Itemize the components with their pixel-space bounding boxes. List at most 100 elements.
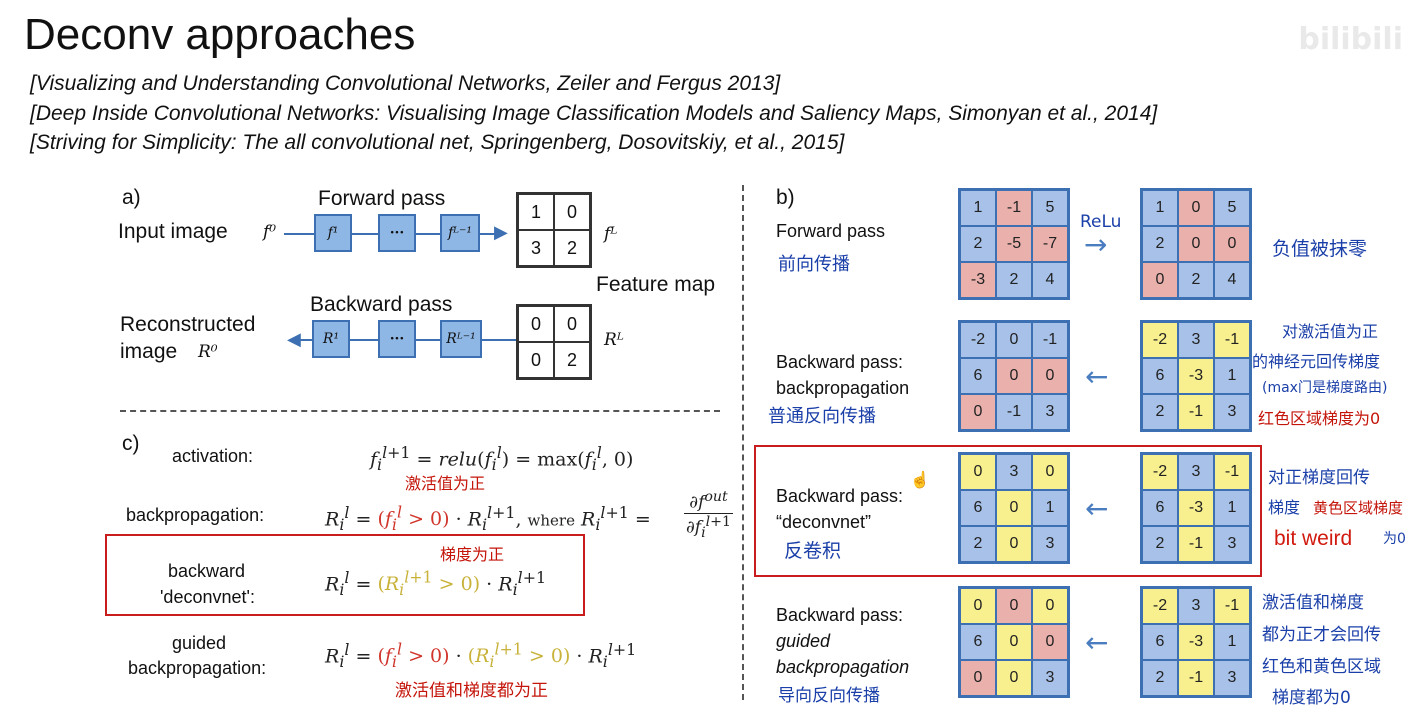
matrix-cell: 6 bbox=[960, 358, 996, 394]
matrix-cell: 5 bbox=[1214, 190, 1250, 226]
fL-label: fᴸ bbox=[604, 224, 618, 244]
R1-box: R¹ bbox=[312, 320, 350, 358]
matrix-cell: -1 bbox=[1178, 394, 1214, 430]
backward-pass-heading: Backward pass bbox=[310, 293, 453, 316]
matrix-cell: 2 bbox=[554, 342, 590, 378]
forward-side-note: 负值被抹零 bbox=[1272, 238, 1368, 260]
backprop-label-2: backpropagation bbox=[776, 378, 910, 398]
input-image-label: Input image bbox=[118, 220, 228, 243]
guided-backprop-label: backpropagation: bbox=[128, 658, 267, 678]
matrix-cell: 0 bbox=[960, 454, 996, 490]
matrix-cell: 3 bbox=[1214, 394, 1250, 430]
backprop-side-note-1: 对激活值为正 bbox=[1282, 322, 1379, 341]
slide-title: Deconv approaches bbox=[24, 10, 416, 59]
matrix-cell: -3 bbox=[1178, 624, 1214, 660]
matrix-cell: 3 bbox=[1032, 394, 1068, 430]
backward-feature-matrix: 0 0 0 2 bbox=[516, 304, 592, 380]
matrix-cell: 6 bbox=[1142, 624, 1178, 660]
backprop-side-note-3: (max门是梯度路由) bbox=[1262, 380, 1388, 396]
matrix-cell: 0 bbox=[996, 526, 1032, 562]
matrix-cell: 3 bbox=[1032, 660, 1068, 696]
matrix-cell: 0 bbox=[996, 660, 1032, 696]
deconvnet-formula: Ril = (Ril+1 > 0) · Ril+1 bbox=[325, 568, 547, 600]
matrix-cell: 0 bbox=[996, 358, 1032, 394]
forward-line-2 bbox=[352, 233, 380, 235]
deconvnet-note: 反卷积 bbox=[784, 540, 842, 562]
backprop-formula: Ril = (fil > 0) · Ril+1, where Ril+1 = bbox=[325, 503, 651, 535]
matrix-cell: 0 bbox=[996, 322, 1032, 358]
matrix-cell: 0 bbox=[518, 306, 554, 342]
panel-a-label: a) bbox=[122, 186, 141, 209]
deconvnet-side-note-4: 为0 bbox=[1383, 531, 1406, 547]
matrix-cell: -3 bbox=[960, 262, 996, 298]
backward-line-2 bbox=[350, 339, 380, 341]
matrix-cell: 1 bbox=[960, 190, 996, 226]
forward-arrow-head-icon: ▶ bbox=[494, 222, 508, 242]
reconstructed-label: Reconstructed bbox=[120, 313, 256, 336]
panel-b-label: b) bbox=[776, 186, 795, 209]
matrix-cell: 3 bbox=[1178, 454, 1214, 490]
matrix-cell: -1 bbox=[1178, 660, 1214, 696]
deconvnet-side-note-2: 梯度 bbox=[1268, 498, 1301, 517]
matrix-cell: 6 bbox=[960, 624, 996, 660]
matrix-cell: 0 bbox=[1032, 588, 1068, 624]
matrix-cell: 1 bbox=[1142, 190, 1178, 226]
forward-line-3 bbox=[416, 233, 442, 235]
forward-feature-matrix: 1 0 3 2 bbox=[516, 192, 592, 268]
matrix-cell: 2 bbox=[960, 526, 996, 562]
matrix-cell: 0 bbox=[996, 490, 1032, 526]
matrix-cell: 0 bbox=[518, 342, 554, 378]
activation-label: activation: bbox=[172, 446, 254, 466]
forward-pass-label: Forward pass bbox=[776, 221, 886, 241]
matrix-cell: 3 bbox=[1214, 660, 1250, 696]
matrix-cell: -2 bbox=[1142, 454, 1178, 490]
matrix-cell: -5 bbox=[996, 226, 1032, 262]
deconvnet-label-2: “deconvnet” bbox=[776, 512, 872, 532]
backward-line-4 bbox=[482, 339, 516, 341]
bilibili-watermark: bilibili bbox=[1298, 22, 1403, 57]
deconvnet-label: 'deconvnet': bbox=[160, 587, 255, 607]
guided-label-1: Backward pass: bbox=[776, 605, 904, 625]
guided-side-note-1: 激活值和梯度 bbox=[1262, 593, 1364, 613]
deconvnet-side-note-3: 黄色区域梯度 bbox=[1313, 499, 1404, 517]
left-arrow-icon: ← bbox=[1085, 492, 1109, 525]
divider-horizontal bbox=[120, 410, 720, 412]
backward-line-1 bbox=[300, 339, 314, 341]
f0-label: f⁰ bbox=[263, 222, 277, 242]
backprop-label-1: Backward pass: bbox=[776, 352, 904, 372]
matrix-cell: 0 bbox=[996, 588, 1032, 624]
matrix-cell: -1 bbox=[1214, 322, 1250, 358]
forward-line-1 bbox=[284, 233, 316, 235]
backprop-side-note-2: 的神经元回传梯度 bbox=[1252, 352, 1381, 371]
panel-c-label: c) bbox=[122, 432, 140, 455]
matrix-cell: 6 bbox=[1142, 358, 1178, 394]
reference-simonyan: [Deep Inside Convolutional Networks: Vis… bbox=[30, 102, 1158, 125]
backprop-fraction: ∂fout ∂fil+1 bbox=[684, 489, 734, 541]
dots-box-forward: ··· bbox=[378, 214, 416, 252]
deconvnet-side-note-1: 对正梯度回传 bbox=[1268, 468, 1370, 488]
reference-springenberg: [Striving for Simplicity: The all convol… bbox=[30, 131, 845, 154]
backprop-side-note-4: 红色区域梯度为0 bbox=[1258, 409, 1381, 428]
matrix-cell: -2 bbox=[1142, 322, 1178, 358]
guided-side-note-4: 梯度都为0 bbox=[1272, 688, 1351, 708]
image-label: image bbox=[120, 340, 178, 363]
matrix-cell: -1 bbox=[996, 190, 1032, 226]
guided-formula: Ril = (fil > 0) · (Ril+1 > 0) · Ril+1 bbox=[325, 640, 637, 672]
matrix-cell: 0 bbox=[1214, 226, 1250, 262]
guided-label-2: guided bbox=[776, 631, 831, 651]
matrix-cell: 2 bbox=[1142, 226, 1178, 262]
note-activation-positive: 激活值为正 bbox=[405, 474, 486, 493]
activation-formula: fil+1 = relu(fil) = max(fil, 0) bbox=[370, 443, 634, 475]
matrix-cell: 0 bbox=[1032, 358, 1068, 394]
matrix-cell: -1 bbox=[1214, 588, 1250, 624]
matrix-cell: 1 bbox=[1214, 358, 1250, 394]
matrix-cell: 2 bbox=[554, 230, 590, 266]
forward-pass-heading: Forward pass bbox=[318, 187, 446, 210]
where-word: where bbox=[527, 511, 575, 530]
matrix-cell: -7 bbox=[1032, 226, 1068, 262]
left-arrow-icon: ← bbox=[1085, 360, 1109, 393]
